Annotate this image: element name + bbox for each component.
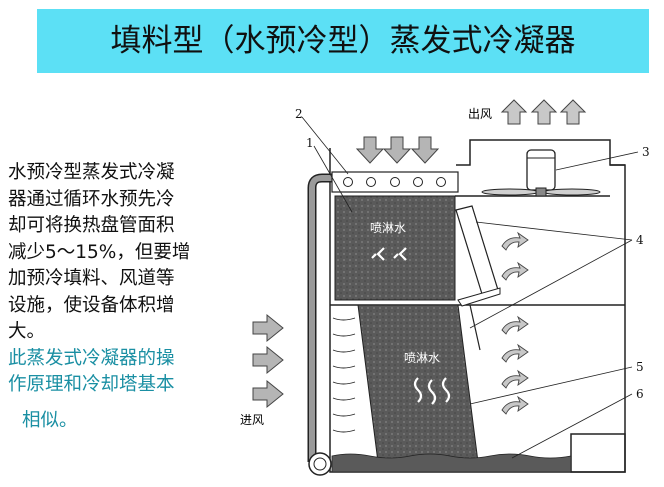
paragraph-line: 大。 xyxy=(8,321,46,342)
top-inlet-arrows xyxy=(356,136,439,164)
outlet-air-label: 出风 xyxy=(468,107,492,121)
page-title: 填料型（水预冷型）蒸发式冷凝器 xyxy=(110,23,576,59)
fan-assembly xyxy=(481,149,601,197)
heat-exchange-coil xyxy=(334,195,456,301)
basin-water xyxy=(331,453,572,473)
callout-1: 1 xyxy=(306,136,314,150)
paragraph-line: 器通过循环水预先冷 xyxy=(8,188,175,210)
callout-5: 5 xyxy=(636,360,644,374)
note-line-last: 相似。 xyxy=(22,410,78,431)
paragraph-line: 设施，使设备体积增 xyxy=(8,294,175,316)
spray-water-label-top: 喷淋水 xyxy=(370,221,406,235)
paragraph-line: 却可将换热盘管面积 xyxy=(8,215,175,236)
note-line: 此蒸发式冷凝器的操 xyxy=(8,347,175,369)
partition-line xyxy=(469,304,481,351)
internal-airflow-arrows xyxy=(501,232,529,415)
paragraph-line: 水预冷型蒸发式冷凝 xyxy=(8,162,175,183)
callout-3: 3 xyxy=(642,145,650,159)
callout-2: 2 xyxy=(295,107,303,121)
drift-eliminator-lower xyxy=(457,287,501,307)
spray-header xyxy=(331,171,459,193)
precool-fill xyxy=(357,304,479,463)
water-drip-marks xyxy=(371,247,451,405)
drift-eliminator-upper xyxy=(455,205,499,295)
circulation-pipe xyxy=(307,173,350,476)
inlet-louvers xyxy=(332,317,356,433)
inlet-air-label: 进风 xyxy=(240,413,264,427)
inlet-arrows xyxy=(252,314,284,408)
spray-water-label-bottom: 喷淋水 xyxy=(404,351,440,365)
callout-6: 6 xyxy=(636,387,644,401)
note-line: 作原理和冷却塔基本 xyxy=(8,374,175,395)
paragraph-line: 加预冷填料、风道等 xyxy=(8,268,175,289)
title-banner: 填料型（水预冷型）蒸发式冷凝器 xyxy=(37,9,649,73)
leader-lines xyxy=(301,116,639,459)
outlet-arrows xyxy=(501,99,586,125)
callout-4: 4 xyxy=(636,233,644,247)
description-text: 水预冷型蒸发式冷凝 器通过循环水预先冷 却可将换热盘管面积 减少5～15%，但要… xyxy=(8,160,230,399)
paragraph-line: 减少5～15%，但要增 xyxy=(8,241,191,263)
